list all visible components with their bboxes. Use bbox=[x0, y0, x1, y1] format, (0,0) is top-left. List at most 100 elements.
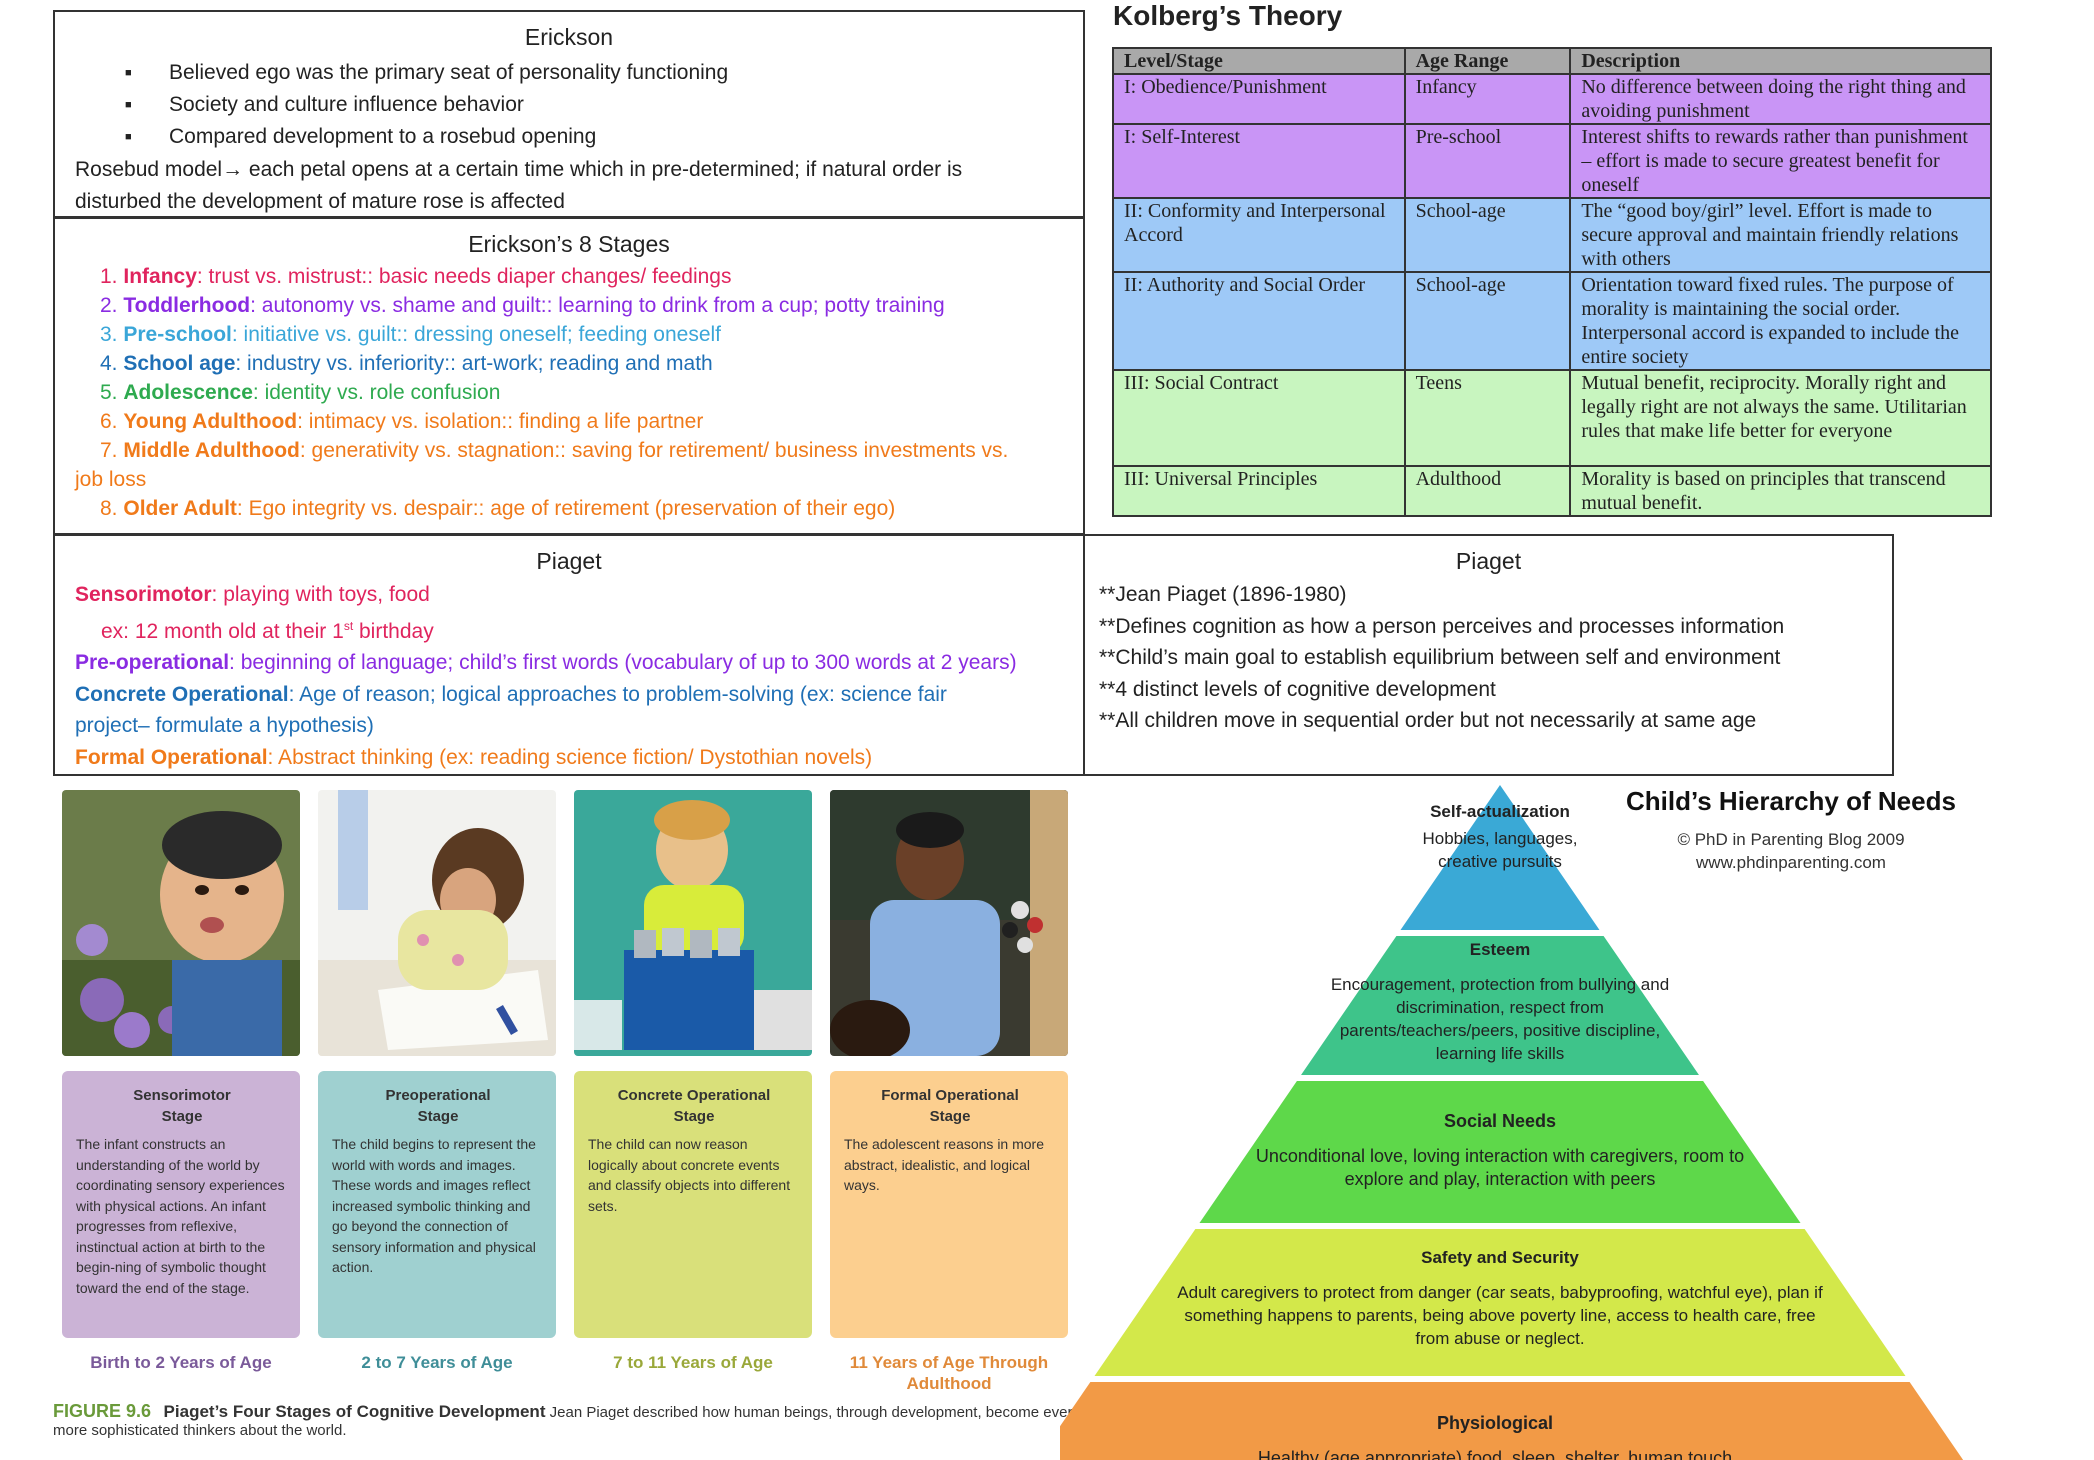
piaget-right-title: Piaget bbox=[1455, 548, 1522, 574]
erickson-stage-item: 3. Pre-school: initiative vs. guilt:: dr… bbox=[75, 320, 1063, 349]
concrete-operational-name: Concrete Operational bbox=[75, 682, 289, 706]
pyramid-level-3 bbox=[1094, 1229, 1906, 1376]
piaget-fact: **Child’s main goal to establish equilib… bbox=[1099, 646, 1781, 669]
stage-card-text: The child can now reason logically about… bbox=[588, 1136, 791, 1214]
stage-name: Toddlerhood bbox=[123, 294, 251, 317]
figure-title: Piaget’s Four Stages of Cognitive Develo… bbox=[163, 1402, 546, 1421]
sensorimotor-example: ex: 12 month old at their 1st birthday bbox=[101, 618, 434, 643]
erickson-stage-item: 4. School age: industry vs. inferiority:… bbox=[75, 349, 1063, 378]
stage-number: 1. bbox=[100, 265, 124, 288]
stage-cell: I: Self-Interest bbox=[1112, 123, 1406, 199]
stage-name: School age bbox=[123, 352, 236, 375]
stage-text: : generativity vs. stagnation:: saving f… bbox=[299, 439, 1009, 462]
preoperational-name: Pre-operational bbox=[75, 651, 230, 674]
pyramid-level-name: Safety and Security bbox=[1421, 1248, 1579, 1267]
child-drawing-illustration bbox=[318, 790, 556, 1056]
stage-name: Middle Adulthood bbox=[123, 439, 300, 462]
stage-number: 8. bbox=[100, 497, 124, 520]
piaget-left-title: Piaget bbox=[536, 548, 602, 574]
bullet-item: Society and culture influence behavior bbox=[125, 89, 1063, 121]
stage-text: : initiative vs. guilt:: dressing onesel… bbox=[231, 323, 722, 346]
description-cell: Mutual benefit, reciprocity. Morally rig… bbox=[1569, 369, 1992, 467]
age-cell: School-age bbox=[1403, 271, 1572, 371]
pyramid-level-name: Self-actualization bbox=[1430, 802, 1570, 821]
age-cell: School-age bbox=[1403, 197, 1572, 273]
rosebud-model-line: Rosebud model→ each petal opens at a cer… bbox=[75, 158, 963, 181]
stage-number: 7. bbox=[100, 439, 124, 462]
erickson-stage-item: 1. Infancy: trust vs. mistrust:: basic n… bbox=[75, 262, 1063, 291]
bullet-item: Believed ego was the primary seat of per… bbox=[125, 57, 1063, 89]
stage-age-range: 7 to 11 Years of Age bbox=[613, 1353, 773, 1372]
stage-cell: II: Authority and Social Order bbox=[1112, 271, 1406, 371]
stage-number: 2. bbox=[100, 294, 124, 317]
column-header: Description bbox=[1569, 47, 1992, 75]
piaget-fact: **All children move in sequential order … bbox=[1099, 709, 1757, 732]
pyramid-level-text: Unconditional love, loving interaction w… bbox=[1255, 1146, 1745, 1189]
kohlberg-table: Level/Stage Age Range Description I: Obe… bbox=[1112, 47, 1992, 517]
stage-card-text: The child begins to represent the world … bbox=[332, 1136, 536, 1275]
stage-text: : trust vs. mistrust:: basic needs diape… bbox=[196, 265, 732, 288]
description-cell: Interest shifts to rewards rather than p… bbox=[1569, 123, 1992, 199]
erickson-stage-item: 7. Middle Adulthood: generativity vs. st… bbox=[75, 436, 1063, 465]
bullet-item: Compared development to a rosebud openin… bbox=[125, 121, 1063, 153]
figure-number: FIGURE 9.6 bbox=[53, 1401, 152, 1421]
erickson-bullets: Believed ego was the primary seat of per… bbox=[125, 57, 1063, 153]
child-cans-illustration bbox=[574, 790, 812, 1056]
stage-cell: II: Conformity and Interpersonal Accord bbox=[1112, 197, 1406, 273]
photo-infant bbox=[62, 790, 300, 1056]
stage-card-text: The adolescent reasons in more abstract,… bbox=[844, 1136, 1044, 1193]
hierarchy-pyramid bbox=[1060, 785, 1964, 1460]
stage-number: 5. bbox=[100, 381, 124, 404]
description-cell: No difference between doing the right th… bbox=[1569, 73, 1992, 125]
preoperational-line: Pre-operational: beginning of language; … bbox=[75, 651, 1017, 674]
table-header-row: Level/Stage Age Range Description bbox=[1112, 47, 1992, 75]
stage-number: 6. bbox=[100, 410, 124, 433]
concrete-operational-line-2: project– formulate a hypothesis) bbox=[75, 714, 374, 737]
stage-text: : autonomy vs. shame and guilt:: learnin… bbox=[250, 294, 945, 317]
photo-child-drawing bbox=[318, 790, 556, 1056]
pyramid-level-text: Encouragement, protection from bullying … bbox=[1330, 975, 1670, 1063]
sensorimotor-text: : playing with toys, food bbox=[211, 583, 430, 606]
infant-photo-illustration bbox=[62, 790, 300, 1056]
piaget-fact: **4 distinct levels of cognitive develop… bbox=[1099, 677, 1496, 701]
description-cell: The “good boy/girl” level. Effort is mad… bbox=[1569, 197, 1992, 273]
age-cell: Pre-school bbox=[1403, 123, 1572, 199]
stage-cell: I: Obedience/Punishment bbox=[1112, 73, 1406, 125]
figure-text: Jean Piaget described how human beings, … bbox=[53, 1404, 1073, 1439]
piaget-fact: **Defines cognition as how a person perc… bbox=[1099, 614, 1785, 638]
piaget-fact: **Jean Piaget (1896-1980) bbox=[1099, 583, 1347, 606]
stage-age-range: Birth to 2 Years of Age bbox=[90, 1353, 272, 1372]
pyramid-level-2 bbox=[1199, 1081, 1801, 1223]
pyramid-level-name: Esteem bbox=[1469, 940, 1531, 959]
pyramid-level-text: Hobbies, languages, creative pursuits bbox=[1422, 829, 1578, 871]
stage-cell: III: Social Contract bbox=[1112, 369, 1406, 467]
description-cell: Morality is based on principles that tra… bbox=[1569, 465, 1992, 517]
pyramid-level-0 bbox=[1400, 785, 1600, 930]
stage-name: Adolescence bbox=[123, 381, 253, 404]
stage-text: : Ego integrity vs. despair:: age of ret… bbox=[236, 497, 896, 520]
formal-operational-name: Formal Operational bbox=[75, 745, 268, 769]
stage-name: Young Adulthood bbox=[123, 410, 298, 433]
rosebud-model-line-2: disturbed the development of mature rose… bbox=[75, 190, 565, 213]
sensorimotor-name: Sensorimotor bbox=[75, 583, 212, 606]
stage-cell: III: Universal Principles bbox=[1112, 465, 1406, 517]
pyramid-level-text: Healthy (age appropriate) food, sleep, s… bbox=[1257, 1448, 1733, 1460]
stage-name: Pre-school bbox=[123, 323, 232, 346]
erickson-stage-list: 1. Infancy: trust vs. mistrust:: basic n… bbox=[75, 262, 1063, 523]
column-header: Level/Stage bbox=[1112, 47, 1406, 75]
erickson-section: Erickson Believed ego was the primary se… bbox=[53, 10, 1085, 218]
stage-card-text: The infant constructs an understanding o… bbox=[76, 1136, 285, 1296]
erickson-stage-item: 6. Young Adulthood: intimacy vs. isolati… bbox=[75, 407, 1063, 436]
